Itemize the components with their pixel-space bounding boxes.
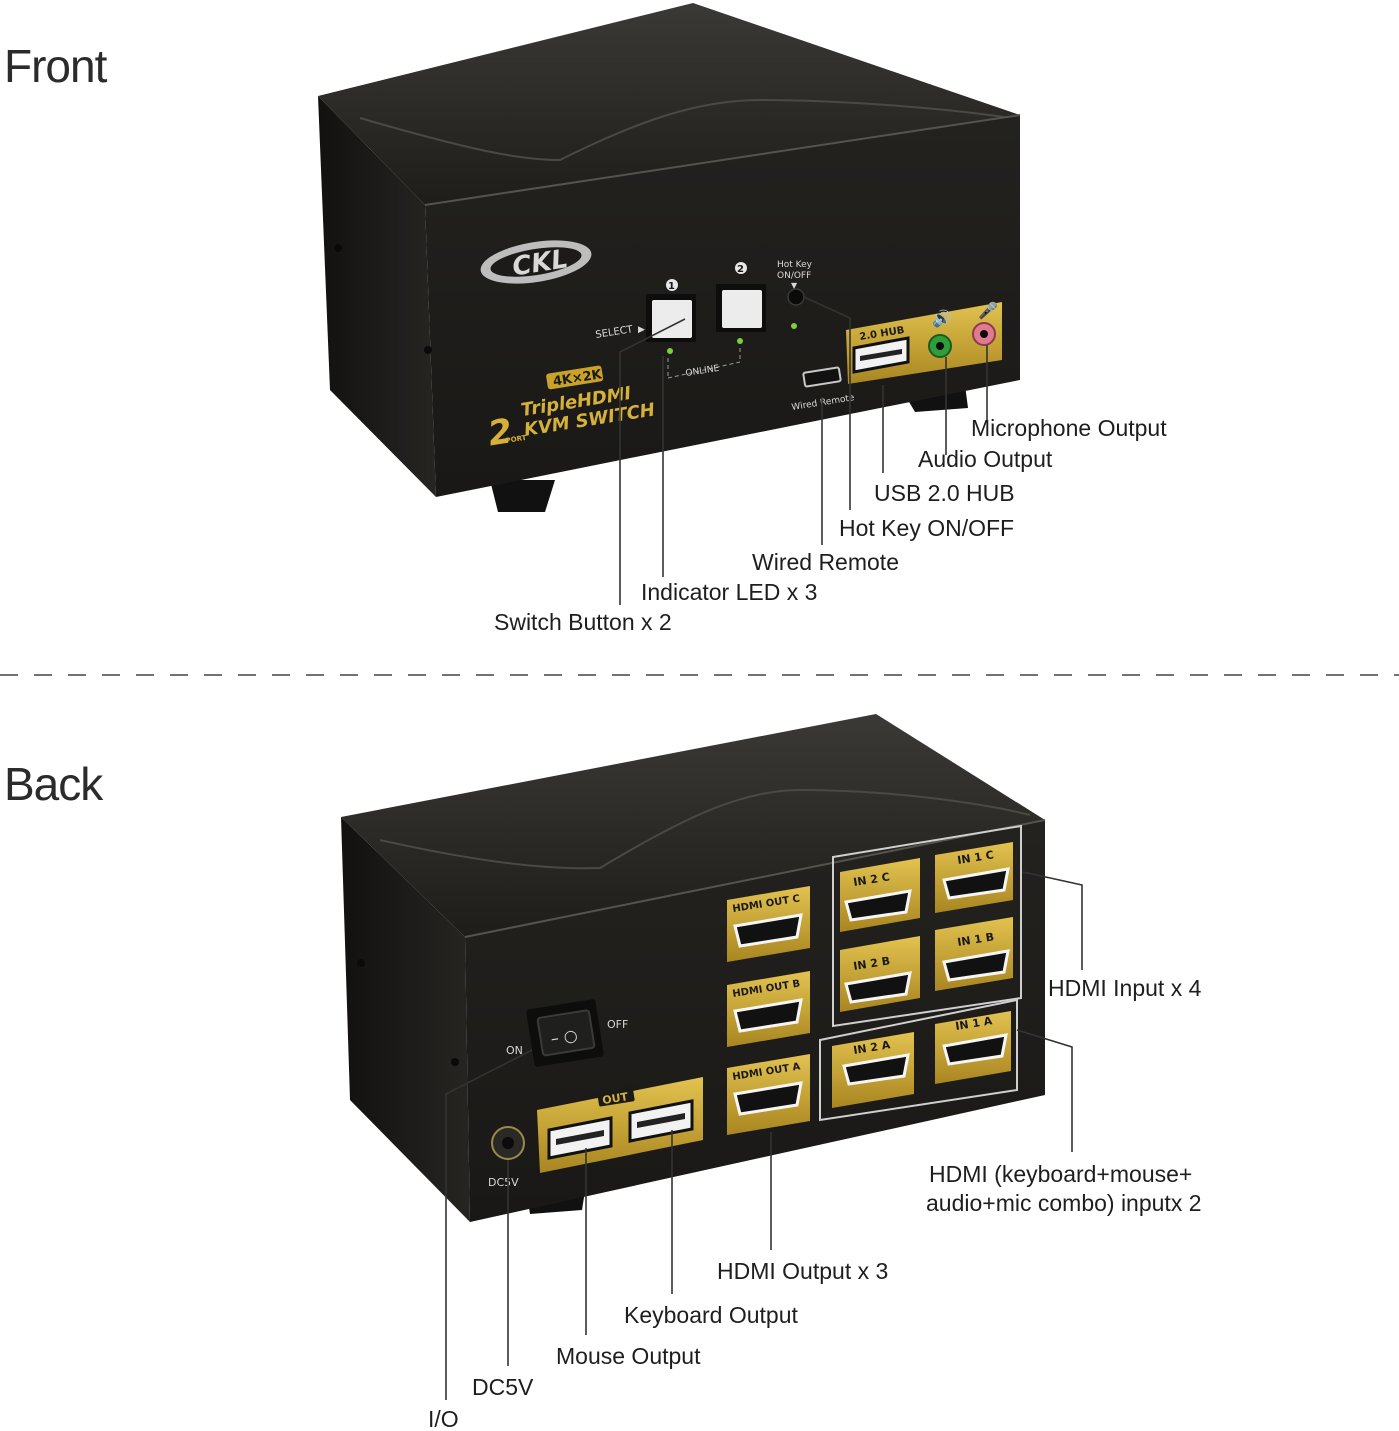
hdmi-in-2c-port[interactable] [844,889,912,922]
callout-hdmi-input: HDMI Input x 4 [1048,975,1202,1001]
dc5v-jack-pin [502,1137,514,1149]
hdmi-input-group: IN 2 C IN 1 C IN 2 B IN 1 B IN 2 A IN 1 … [832,842,1013,1108]
power-on-label: ON [506,1044,523,1057]
in2a-label: IN 2 A [852,1038,891,1057]
wired-remote-port[interactable] [802,366,842,388]
hdmi-combo-frame [819,998,1018,1122]
hdmi-in-1b-port[interactable] [942,949,1010,982]
hotkey-button[interactable] [787,288,805,306]
in1c-label: IN 1 C [956,848,994,867]
callout-indicator-led: Indicator LED x 3 [641,579,817,605]
speaker-icon: 🔊 [932,309,952,328]
button-2-number: 2 [737,264,744,275]
leader-hdmi-combo [1016,1029,1073,1152]
audio-output-hole [936,342,944,350]
power-switch[interactable] [536,1009,596,1057]
front-face-edge [424,114,1021,206]
front-screw-2 [424,346,432,354]
callout-hdmi-output: HDMI Output x 3 [717,1258,888,1284]
callout-hdmi-combo-2: audio+mic combo) inputx 2 [926,1190,1202,1216]
power-switch-glyph: – ○ [549,1025,579,1048]
switch-button-1[interactable] [652,300,692,338]
in2c-label: IN 2 C [852,870,890,889]
back-face-edge [464,819,1046,938]
button-1-number-dot [666,279,678,291]
online-bracket [667,348,741,379]
callout-io: I/O [428,1406,459,1431]
hdmi-input-frame [832,824,1022,1028]
hdmi-out-a-port[interactable] [733,1081,803,1116]
out-badge-text: OUT [601,1090,629,1107]
hotkey-label-2: ON/OFF [777,271,811,281]
callout-dc5v: DC5V [472,1374,534,1400]
back-title: Back [4,758,104,810]
indicator-led-3 [791,323,797,329]
callout-mouse-output: Mouse Output [556,1343,701,1369]
in1b-label: IN 1 B [956,930,995,949]
power-off-label: OFF [607,1018,628,1031]
hdmi-in-1a-port[interactable] [942,1033,1008,1066]
front-top-surface [318,3,1020,205]
hotkey-label-1: Hot Key [777,260,813,270]
leader-hdmi-input [1022,871,1083,970]
microphone-output-hole [980,330,988,338]
leader-hotkey [803,296,851,510]
back-device: – ○ ON OFF DC5V OUT HDMI OUT C HDMI OUT … [341,714,1046,1222]
hdmi-out-group: HDMI OUT C HDMI OUT B HDMI OUT A [727,886,810,1135]
hdmi-in-2a-port[interactable] [842,1053,910,1086]
front-device: CKL 4K×2K TripleHDMI KVM SWITCH 2 PORT S… [318,3,1021,512]
port-word: PORT [505,434,527,445]
hdmi-in-1c-port[interactable] [942,867,1010,900]
front-screw-1 [334,244,342,252]
back-screw-1 [357,959,365,967]
in2b-label: IN 2 B [852,954,891,973]
indicator-led-1 [667,348,673,354]
callout-audio-output: Audio Output [918,446,1053,472]
callout-hot-key: Hot Key ON/OFF [839,515,1014,541]
front-leaders [619,296,988,605]
front-left-side [318,96,436,497]
usb-hub-tongue [860,349,902,361]
callout-keyboard-output: Keyboard Output [624,1302,799,1328]
hdmi-in-2b-port[interactable] [844,971,912,1004]
callout-switch-button: Switch Button x 2 [494,609,672,635]
back-top-surface [341,714,1045,937]
dc5v-panel-label: DC5V [488,1176,519,1189]
out-badge [597,1087,635,1107]
switch-button-2[interactable] [722,290,762,328]
hdmi-out-c-port[interactable] [733,913,803,948]
back-left-side [341,817,470,1222]
in1a-label: IN 1 A [954,1014,993,1033]
callout-wired-remote: Wired Remote [752,549,899,575]
hdmi-out-b-port[interactable] [733,998,803,1033]
callout-hdmi-combo-1: HDMI (keyboard+mouse+ [929,1161,1192,1187]
back-top-curve [379,788,1031,870]
ckl-logo: CKL [480,240,592,284]
back-leaders [445,871,1083,1400]
select-buttons: SELECT ▶ 1 2 ONLINE [595,262,797,379]
front-foot-left [490,480,555,512]
button-2-number-dot [735,262,747,274]
leader-io [445,1049,533,1400]
select-arrow: ▶ [638,325,645,335]
front-top-curve [359,98,1011,162]
microphone-icon: 🎤 [978,301,998,320]
callout-microphone-output: Microphone Output [971,415,1167,441]
indicator-led-2 [737,338,743,344]
keyboard-port-tongue [637,1113,685,1128]
button-1-number: 1 [668,281,675,292]
mouse-port-tongue [556,1130,604,1145]
hotkey-arrow: ▼ [791,281,798,290]
callout-usb-hub: USB 2.0 HUB [874,480,1015,506]
badge-4k [546,365,604,390]
back-screw-2 [451,1058,459,1066]
front-title: Front [4,40,108,92]
leader-switch [619,318,686,605]
